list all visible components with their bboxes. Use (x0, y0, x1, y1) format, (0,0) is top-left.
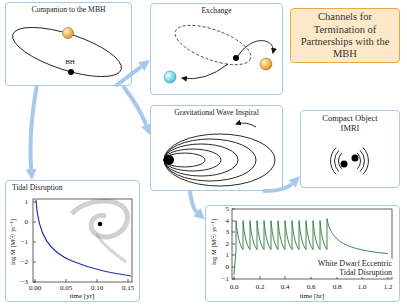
tick-label: time [yr] (70, 293, 95, 300)
title-box: Channels for Termination of Partnerships… (290, 8, 400, 63)
companion-orbit (68, 69, 74, 75)
node-title: White Dwarf Eccentric Tidal Disruption (299, 259, 393, 277)
exchange-orbits (260, 58, 272, 70)
node-title: Gravitational Wave Inspiral (151, 106, 282, 118)
tick-label: 1.2 (384, 284, 393, 291)
panel-box: Gravitational Wave Inspiral (150, 105, 283, 191)
panel-box: Compact Object IMRI (300, 110, 400, 188)
tick-label: 0.10 (91, 285, 103, 292)
tick-label: −3 (21, 279, 28, 286)
tidal-plot (98, 222, 103, 227)
imri-icon (338, 153, 341, 169)
inspiral-orbits (164, 139, 256, 181)
inspiral-mbh (164, 155, 174, 165)
tick-label: 0 (25, 219, 29, 226)
imri-icon (363, 148, 369, 175)
tick-label: 0.6 (307, 284, 316, 291)
panel-box: Exchange (150, 3, 283, 95)
tick-label: 0.8 (333, 284, 342, 291)
imri-icon (331, 148, 337, 175)
tick-label: −1 (21, 239, 28, 246)
exchange-orbits (164, 71, 176, 83)
tidal-plot (33, 199, 132, 282)
flow-arrow (263, 184, 292, 191)
tick-label: 5 (226, 206, 230, 213)
inspiral-orbits (164, 123, 275, 186)
inspiral-mbh (164, 155, 174, 165)
imri-icon (360, 150, 364, 171)
tidal-plot (72, 201, 127, 237)
wd-plot (232, 209, 392, 279)
axis-title: log Ṁ [M☉ yr⁻¹] (10, 219, 17, 265)
tick-label: −2 (21, 259, 28, 266)
tick-label: 4 (226, 218, 230, 225)
tick-label: 0.15 (122, 285, 134, 292)
companion-orbit (7, 17, 127, 86)
flow-arrow (190, 191, 197, 212)
tick-label: −1 (222, 276, 229, 283)
tick-label: 0.00 (29, 285, 41, 292)
tick-label: 0.05 (60, 285, 72, 292)
tick-label: time [hr] (300, 293, 325, 300)
node-title: Compact Object IMRI (317, 111, 383, 134)
tick-label: 0.0 (230, 284, 239, 291)
tick-label: 1 (25, 199, 29, 206)
axis-title: log Ṁ [M☉ yr⁻¹] (211, 219, 218, 265)
imri-icon (357, 153, 360, 169)
imri-icon (352, 155, 359, 162)
inspiral-orbits (236, 123, 256, 127)
exchange-orbits (238, 41, 273, 56)
companion-orbit (7, 17, 127, 86)
node-title: Exchange (151, 4, 282, 16)
panel-box: Companion to the MBH (5, 2, 132, 86)
exchange-orbits (233, 55, 239, 61)
flow-arrow (115, 67, 141, 86)
exchange-orbits (170, 17, 255, 73)
tick-label: 0.4 (281, 284, 290, 291)
inspiral-orbits (164, 149, 221, 171)
imri-icon (335, 150, 339, 171)
inspiral-orbits (164, 144, 238, 176)
tidal-plot (36, 200, 131, 276)
tidal-plot (33, 199, 132, 282)
exchange-orbits (182, 64, 228, 79)
node-title: Channels for Termination of Partnerships… (297, 11, 393, 59)
imri-icon (341, 161, 348, 168)
inspiral-orbits (164, 134, 275, 186)
node-title: Companion to the MBH (6, 3, 131, 15)
tick-label: 3 (226, 229, 230, 236)
wd-plot (232, 209, 392, 279)
tidal-plot (96, 234, 126, 262)
flow-arrow (123, 86, 146, 125)
exchange-orbits (164, 17, 273, 83)
tick-label: 0.2 (256, 284, 265, 291)
node-title: Tidal Disruption (6, 181, 139, 193)
object-label: BH (65, 59, 75, 66)
tick-label: 1 (226, 252, 230, 259)
tick-label: 0 (226, 264, 230, 271)
tick-label: 1.0 (358, 284, 367, 291)
imri-icon (331, 148, 369, 175)
inspiral-orbits (164, 153, 205, 167)
flow-arrow (30, 86, 36, 169)
tick-label: 2 (226, 241, 230, 248)
companion-orbit (63, 28, 74, 39)
